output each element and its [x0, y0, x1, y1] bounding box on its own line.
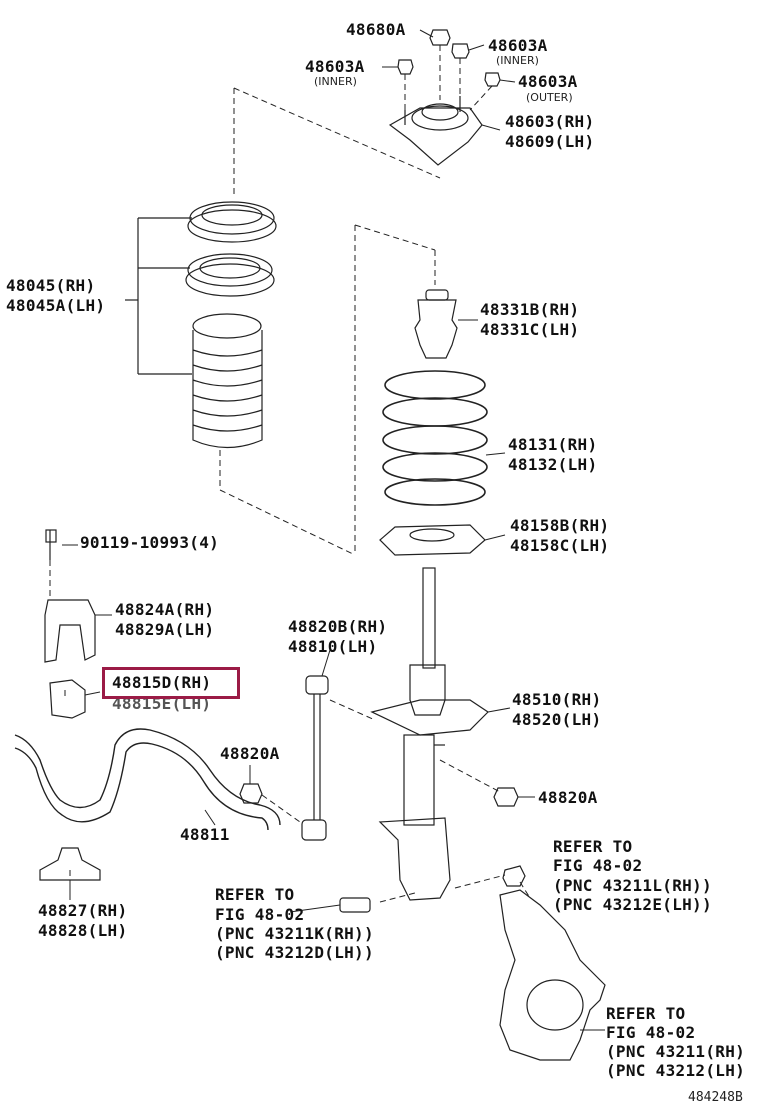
label-48603-rh: 48603(RH)	[505, 112, 595, 131]
bracket-48824	[44, 529, 96, 663]
strut-nut	[493, 787, 519, 807]
upper-support	[388, 96, 483, 166]
label-48820a-right: 48820A	[538, 788, 598, 807]
label-90119-10993: 90119-10993(4)	[80, 533, 220, 552]
ref1-line-b: FIG 48-02	[553, 856, 643, 875]
label-48045a-lh: 48045A(LH)	[6, 296, 106, 315]
upper-nuts	[397, 29, 501, 87]
highlight-box	[102, 667, 240, 699]
figure-id: 484248B	[688, 1090, 743, 1105]
label-inner-left: (INNER)	[314, 75, 357, 88]
label-48131-rh: 48131(RH)	[508, 435, 598, 454]
label-48820a-left: 48820A	[220, 744, 280, 763]
ref1-line-d: (PNC 43212E(LH))	[553, 895, 712, 914]
bracket-48827	[39, 847, 101, 881]
label-48603a-outer: 48603A	[518, 72, 578, 91]
label-48827-rh: 48827(RH)	[38, 901, 128, 920]
label-48045-rh: 48045(RH)	[6, 276, 96, 295]
label-48603a-inner-right: 48603A	[488, 36, 548, 55]
ref3-line-c: (PNC 43211(RH)	[606, 1042, 746, 1061]
ref3-line-b: FIG 48-02	[606, 1023, 696, 1042]
ref2-line-d: (PNC 43212D(LH))	[215, 943, 374, 962]
ref1-line-a: REFER TO	[553, 837, 633, 856]
coil-spring	[382, 370, 488, 506]
stabilizer-bar	[14, 728, 281, 831]
label-inner-right: (INNER)	[496, 54, 539, 67]
link-nut	[239, 783, 263, 804]
ref2-line-b: FIG 48-02	[215, 905, 305, 924]
label-48820b-rh: 48820B(RH)	[288, 617, 388, 636]
lower-insulator	[379, 524, 486, 556]
label-48520-lh: 48520(LH)	[512, 710, 602, 729]
label-48603a-inner-left: 48603A	[305, 57, 365, 76]
label-48810-lh: 48810(LH)	[288, 637, 378, 656]
ref1-line-c: (PNC 43211L(RH))	[553, 876, 712, 895]
label-48132-lh: 48132(LH)	[508, 455, 598, 474]
label-48828-lh: 48828(LH)	[38, 921, 128, 940]
label-48158c-lh: 48158C(LH)	[510, 536, 610, 555]
label-48829a-lh: 48829A(LH)	[115, 620, 215, 639]
dust-boot	[192, 313, 263, 449]
stabilizer-link	[301, 675, 329, 841]
ref3-line-a: REFER TO	[606, 1004, 686, 1023]
shock-absorber	[370, 567, 489, 901]
bracket-48045	[125, 217, 192, 375]
upper-seat	[187, 201, 277, 243]
label-48609-lh: 48609(LH)	[505, 132, 595, 151]
label-48811: 48811	[180, 825, 230, 844]
ref2-line-a: REFER TO	[215, 885, 295, 904]
label-outer: (OUTER)	[526, 91, 573, 104]
label-48824a-rh: 48824A(RH)	[115, 600, 215, 619]
bump-stopper	[414, 289, 458, 359]
ref2-line-c: (PNC 43211K(RH))	[215, 924, 374, 943]
label-48158b-rh: 48158B(RH)	[510, 516, 610, 535]
bushing-48815	[49, 679, 86, 719]
leader-lines	[62, 29, 605, 1031]
label-48510-rh: 48510(RH)	[512, 690, 602, 709]
label-48680a: 48680A	[346, 20, 406, 39]
label-48331c-lh: 48331C(LH)	[480, 320, 580, 339]
label-48331b-rh: 48331B(RH)	[480, 300, 580, 319]
lower-seat	[185, 253, 275, 297]
ref3-line-d: (PNC 43212(LH)	[606, 1061, 746, 1080]
label-48815d-rh-highlight: 48815D(RH)	[112, 673, 212, 692]
